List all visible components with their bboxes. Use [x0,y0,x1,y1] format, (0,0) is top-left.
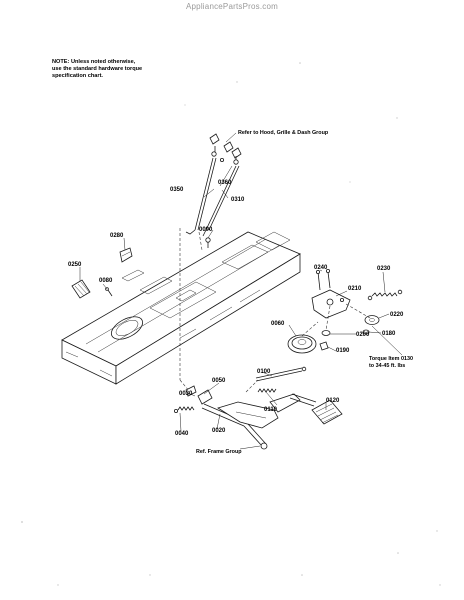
label-0090: 0090 [199,227,213,233]
part-0080-bolt [105,287,113,297]
label-0100: 0100 [257,369,271,375]
label-0220: 0220 [390,312,404,318]
torque-note: NOTE: Unless noted otherwise, use the st… [52,59,142,80]
label-0190: 0190 [336,348,350,354]
callout-torque-line-1: Torque Item 0130 [369,356,413,362]
note-line-3: specification chart. [52,73,103,79]
label-0050: 0050 [212,378,226,384]
label-0080: 0080 [99,278,113,284]
label-0200: 0200 [356,332,370,338]
label-0020: 0020 [212,428,226,434]
label-0040: 0040 [175,431,189,437]
label-0230: 0230 [377,266,391,272]
note-line-2: use the standard hardware torque [52,66,143,72]
scan-specks [21,62,441,586]
label-0240: 0240 [314,265,328,271]
part-number-labels: Refer to Hood, Grille & Dash Group 0350 … [68,130,413,455]
label-0350: 0350 [170,187,184,193]
label-0110: 0110 [264,407,278,413]
callout-refer-hood: Refer to Hood, Grille & Dash Group [238,130,329,136]
idler-bracket-group [287,268,403,354]
callout-ref-frame: Ref. Frame Group [196,449,242,455]
label-0360: 0360 [218,180,232,186]
note-line-1: NOTE: Unless noted otherwise, [52,59,136,65]
control-rods [179,133,242,393]
label-0310: 0310 [231,197,245,203]
label-0210: 0210 [348,286,362,292]
label-0180: 0180 [382,331,396,337]
label-0030: 0030 [179,391,193,397]
label-0280: 0280 [110,233,124,239]
lower-linkage [173,366,343,450]
site-watermark: AppliancePartsPros.com [186,2,278,11]
leader-lines [79,132,403,450]
part-0280-bracket [119,247,133,263]
part-0250-pad [71,279,91,299]
callout-torque-line-2: to 34-45 ft. lbs [369,363,405,369]
label-0250: 0250 [68,262,82,268]
part-0090-clip [205,237,211,248]
label-0060: 0060 [271,321,285,327]
label-0120: 0120 [326,398,340,404]
frame-assembly [61,231,301,385]
